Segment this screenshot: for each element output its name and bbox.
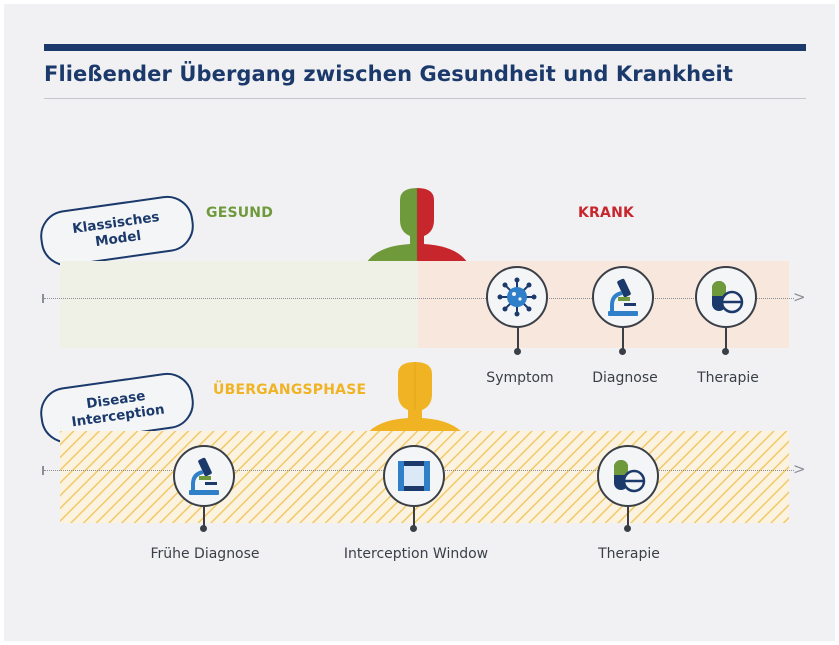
timeline-start-tick xyxy=(42,294,44,303)
early-therapy-node xyxy=(597,445,659,507)
early-therapy-label: Therapie xyxy=(598,546,660,562)
pill-icon xyxy=(712,281,744,314)
early-diagnosis-stem xyxy=(203,507,205,527)
symptom-stem xyxy=(517,328,519,350)
virus-icon xyxy=(497,277,537,317)
sick-label: KRANK xyxy=(578,205,635,221)
early-diagnosis-node xyxy=(173,445,235,507)
page-title: Fließender Übergang zwischen Gesundheit … xyxy=(44,62,733,86)
early-diagnosis-dot xyxy=(200,525,207,532)
therapy-stem xyxy=(725,328,727,350)
healthy-label: GESUND xyxy=(206,205,274,221)
therapy-dot xyxy=(722,348,729,355)
person-transition-icon xyxy=(365,362,465,436)
classic-timeline xyxy=(44,298,794,299)
diagnose-node xyxy=(592,266,654,328)
interception-timeline-arrow-icon: > xyxy=(793,460,806,478)
timeline2-start-tick xyxy=(42,466,44,475)
microscope-icon xyxy=(189,457,219,495)
header-bar xyxy=(44,44,806,51)
interception-window-node xyxy=(383,445,445,507)
classic-timeline-arrow-icon: > xyxy=(793,288,806,306)
symptom-label: Symptom xyxy=(486,370,554,386)
early-therapy-stem xyxy=(627,507,629,527)
title-divider xyxy=(44,98,806,99)
diagnose-label: Diagnose xyxy=(592,370,658,386)
early-diagnosis-label: Frühe Diagnose xyxy=(150,546,260,562)
person-healthy-sick-icon xyxy=(367,188,467,262)
therapy-node xyxy=(695,266,757,328)
symptom-dot xyxy=(514,348,521,355)
interception-window-stem xyxy=(413,507,415,527)
interception-window-label: Interception Window xyxy=(343,546,489,562)
microscope-icon xyxy=(608,278,638,316)
diagnose-stem xyxy=(622,328,624,350)
diagnose-dot xyxy=(619,348,626,355)
interception-window-dot xyxy=(410,525,417,532)
transition-phase-label: ÜBERGANGSPHASE xyxy=(213,382,367,398)
pill-icon xyxy=(614,460,646,493)
window-icon xyxy=(398,461,430,491)
early-therapy-dot xyxy=(624,525,631,532)
healthy-band xyxy=(60,261,418,348)
therapy-label: Therapie xyxy=(697,370,759,386)
symptom-node xyxy=(486,266,548,328)
